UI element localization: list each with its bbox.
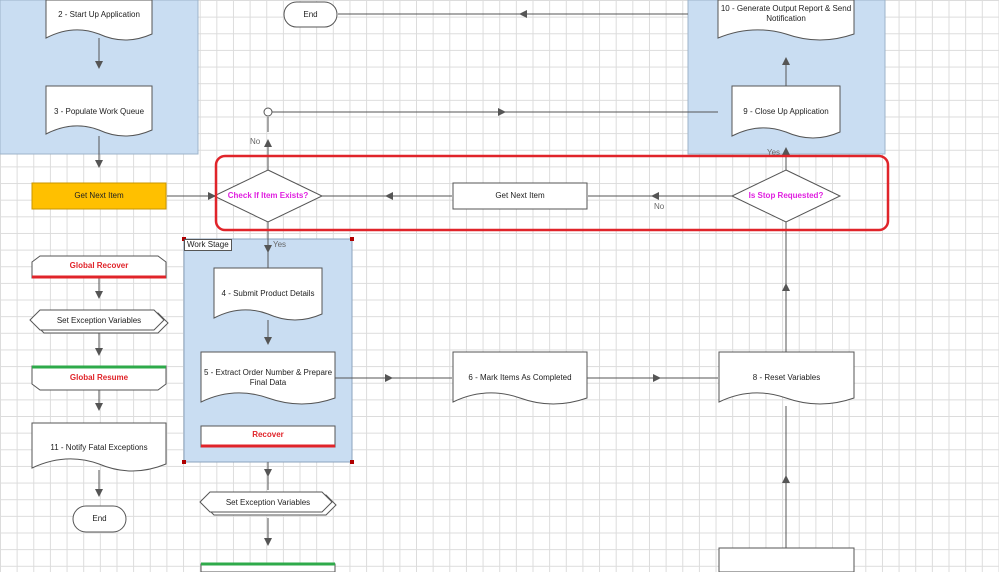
node-recover[interactable] (200, 425, 336, 448)
node-reset-variables[interactable] (718, 351, 855, 405)
highlight-box (214, 154, 890, 232)
node-is-stop-requested[interactable] (730, 169, 842, 223)
node-bottom-right-partial[interactable] (718, 547, 855, 572)
node-end-top[interactable] (283, 1, 338, 28)
node-close-up-application[interactable] (731, 85, 841, 139)
work-stage-tag: Work Stage (184, 239, 232, 251)
node-mark-items-completed[interactable] (452, 351, 588, 405)
node-extract-order-number[interactable] (200, 351, 336, 405)
node-get-next-item-left[interactable] (31, 182, 167, 210)
node-get-next-item-center[interactable] (452, 182, 588, 210)
edge-label-no-center: No (654, 202, 665, 211)
edge-label-no-top: No (250, 137, 261, 146)
node-notify-fatal-exceptions[interactable] (31, 422, 167, 472)
node-global-recover[interactable] (31, 255, 167, 279)
edge-label-yes-right: Yes (767, 148, 781, 157)
node-generate-output-report[interactable] (717, 0, 855, 41)
node-end-bottom[interactable] (72, 505, 127, 533)
node-populate-work-queue[interactable] (45, 85, 153, 137)
edge-label-yes-down: Yes (273, 240, 287, 249)
junction-point[interactable] (263, 107, 273, 117)
node-check-if-item-exists[interactable] (212, 169, 324, 223)
node-submit-product-details[interactable] (213, 267, 323, 321)
node-global-resume[interactable] (31, 365, 167, 391)
node-start-up-application[interactable] (45, 0, 153, 41)
